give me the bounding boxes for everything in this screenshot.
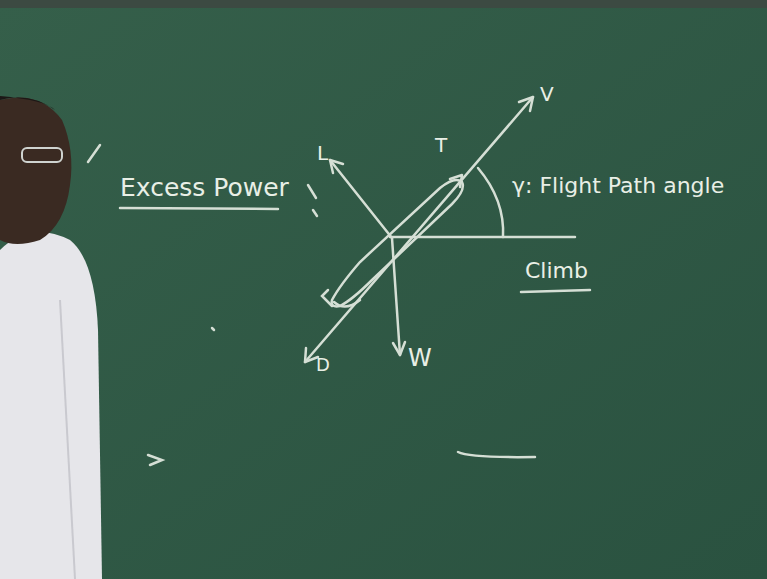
phase-label: Climb <box>525 260 588 282</box>
force-label: V <box>540 84 554 104</box>
force-label: D <box>316 356 330 374</box>
angle-label: γ: Flight Path angle <box>512 175 724 197</box>
force-label: T <box>435 135 447 155</box>
force-label: W <box>408 346 432 370</box>
force-label: L <box>317 143 328 163</box>
lecturer <box>0 96 102 579</box>
topic-heading: Excess Power <box>120 175 289 200</box>
